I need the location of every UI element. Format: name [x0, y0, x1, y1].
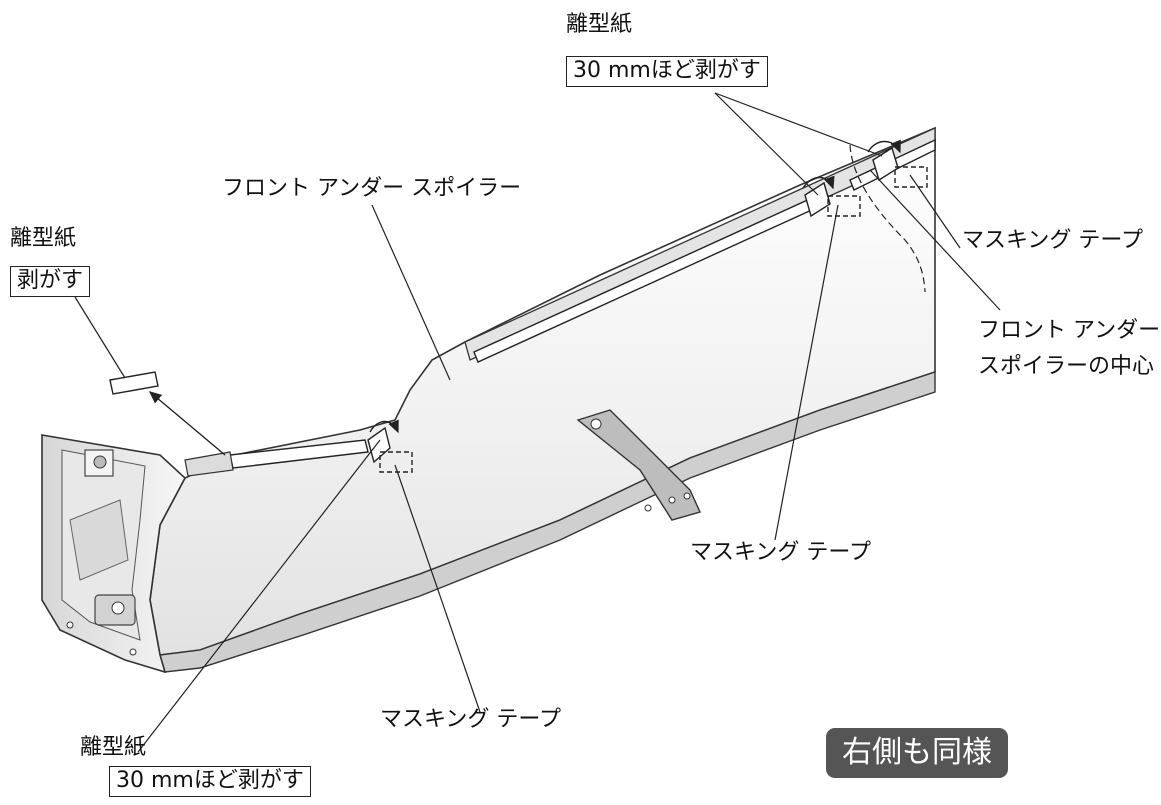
bracket-hole-top	[590, 418, 602, 430]
leader-lines	[74, 92, 1001, 753]
masking-tape-mark-3	[894, 166, 928, 188]
release-paper-label-top: 離型紙	[566, 12, 633, 37]
left-bolt	[93, 455, 107, 469]
release-paper-tab-2	[804, 181, 831, 218]
peel-label-left: 剥がす	[10, 266, 91, 298]
peel-arrow-1	[369, 419, 399, 434]
peeled-release-paper	[109, 371, 159, 395]
release-paper-label-left: 離型紙	[10, 226, 77, 251]
masking-tape-mark-2	[827, 195, 861, 217]
release-paper-tab-3	[872, 146, 899, 182]
left-hole-1	[66, 621, 74, 629]
peel-arrow-3	[867, 139, 901, 154]
peel-direction-arrow	[148, 391, 226, 456]
bracket-hole-1	[668, 496, 676, 504]
left-flange	[184, 451, 234, 477]
left-end-rib	[69, 499, 129, 581]
peel-30mm-label-bottom: 30 mmほど剥がす	[109, 766, 311, 798]
peel-30mm-label-top: 30 mmほど剥がす	[566, 56, 768, 88]
release-paper-label-bottom: 離型紙	[80, 735, 147, 760]
masking-tape-label-center: マスキング テープ	[690, 540, 872, 565]
left-hole-2	[129, 648, 137, 656]
spoiler-center-label-line1: フロント アンダー	[978, 318, 1161, 343]
left-boss-hole	[111, 601, 125, 615]
peel-arrow-2	[802, 175, 835, 190]
spoiler-center-label-line2: スポイラーの中心	[978, 354, 1155, 379]
lower-bracket	[576, 409, 701, 521]
front-under-spoiler-label: フロント アンダー スポイラー	[222, 176, 522, 201]
spoiler-center-line	[849, 144, 926, 293]
masking-tape-label-bottom: マスキング テープ	[380, 707, 562, 732]
edge-hole	[644, 504, 652, 512]
release-paper-tab-1	[367, 426, 391, 464]
same-for-right-side-badge: 右側も同様	[826, 728, 1008, 778]
bracket-hole-2	[683, 492, 691, 500]
masking-tape-mark-1	[379, 451, 413, 473]
masking-tape-label-right: マスキング テープ	[962, 228, 1144, 253]
